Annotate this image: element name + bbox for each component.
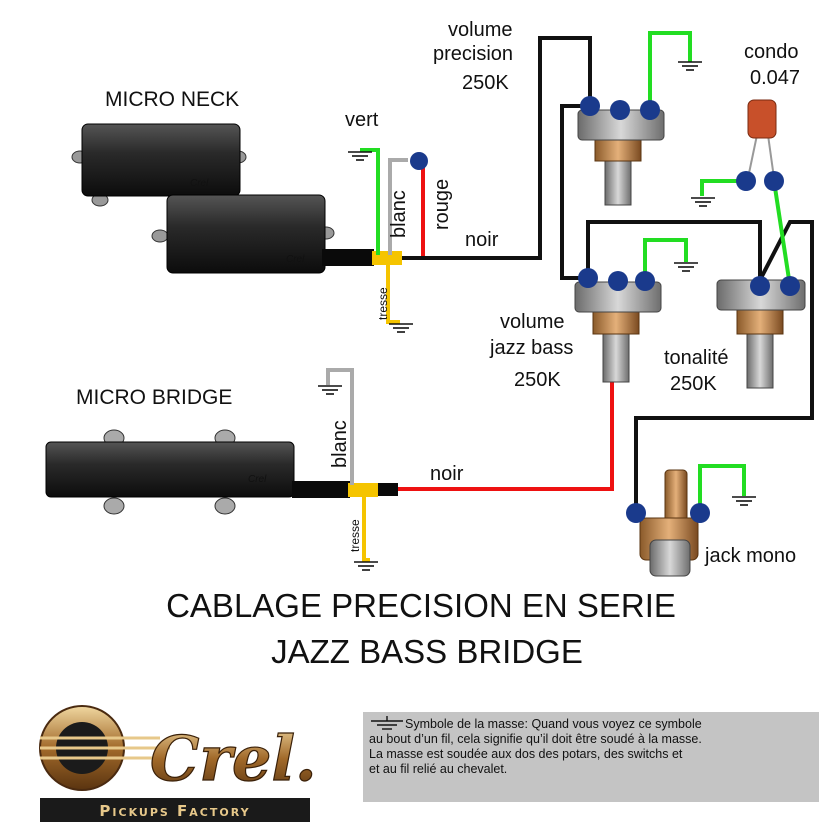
note-line-2: au bout d’un fil, cela signifie qu’il do… [369,732,702,746]
logo-brand: Crel. [150,722,317,795]
pot-shaft [604,154,632,206]
solder-point [640,100,660,120]
logo-tagline-bar [40,798,310,822]
wire-green [643,238,688,278]
bridge-wire-red [378,288,614,491]
capacitor-lead [747,134,758,179]
solder-point [635,271,655,291]
jack-barrel [649,539,691,577]
ground-symbol [388,323,414,333]
volume-jazz-label-2: jazz bass [489,337,573,359]
ground-symbol [353,561,379,571]
solder-point [626,503,646,523]
logo-tagline: Pickups Factory [99,802,250,820]
neck-pickup-coil-1 [81,123,241,197]
wire-green [698,464,746,513]
volume-precision-label-1: volume [448,19,512,41]
ground-symbol [673,262,699,272]
bridge-pickup-screw-4 [214,497,236,515]
wire-green [648,31,692,105]
micro-neck-label: MICRO NECK [105,88,239,111]
bridge-braid-sleeve [348,483,378,497]
bridge-wire-braid [362,497,370,562]
blanc-neck-label: blanc [388,190,410,238]
micro-bridge-label: MICRO BRIDGE [76,386,232,409]
solder-point [750,276,770,296]
note-line-1: Symbole de la masse: Quand vous voyez ce… [405,717,702,731]
bridge-cable [292,481,350,498]
wire-green [772,180,792,287]
bridge-pickup: Crel [45,429,295,515]
solder-point [764,171,784,191]
tonalite-label-1: tonalité [664,347,729,369]
neck-wire-braid [386,265,400,324]
blanc-bridge-label: blanc [329,420,351,468]
volume-precision-pot [577,109,665,206]
capacitor-lead [767,134,775,179]
wire-black [586,220,762,278]
title-line-1: CABLAGE PRECISION EN SERIE [166,587,676,624]
capacitor [747,99,777,179]
bridge-wire-black-stub [378,483,398,496]
crel-logo: Crel. Pickups Factory [39,705,317,822]
ground-symbol [690,197,716,207]
volume-jazz-label-3: 250K [514,369,561,391]
neck-wire-white [388,158,408,255]
volume-precision-label-3: 250K [462,72,509,94]
note-line-4: et au fil relié au chevalet. [369,762,508,776]
neck-pickup-brand-2: Crel [286,254,305,265]
condo-label-1: condo [744,41,799,63]
neck-wire-black [402,36,592,260]
pot-nut [736,305,784,335]
volume-precision-label-2: precision [433,43,513,65]
solder-point [580,96,600,116]
ground-note: Symbole de la masse: Quand vous voyez ce… [363,712,819,802]
note-line-3: La masse est soudée aux dos des potars, … [369,747,683,761]
neck-pickup-screw-4 [151,229,169,243]
ground-symbol [677,61,703,71]
jack-socket [639,469,699,577]
ground-symbol [317,385,343,395]
volume-jazz-label-1: volume [500,311,564,333]
tresse-neck-label: tresse [376,287,390,320]
neck-pickup-brand-1: Crel [190,178,209,189]
solder-point [610,100,630,120]
noir-bridge-label: noir [430,463,464,485]
solder-point [578,268,598,288]
jack-label: jack mono [704,545,796,567]
neck-wire-green [360,148,380,255]
title-line-2: JAZZ BASS BRIDGE [271,633,583,670]
bridge-pickup-screw-3 [103,497,125,515]
solder-point [410,152,428,170]
volume-jazz-pot [574,281,662,383]
solder-point [690,503,710,523]
wire-black [560,104,590,280]
neck-cable [322,249,374,266]
bridge-wire-white [326,368,354,485]
ground-symbol [347,151,373,161]
wire-green [700,179,746,196]
neck-pickup: Crel Crel [71,123,335,274]
pot-shaft [746,329,774,389]
neck-pickup-coil-2 [166,194,326,274]
condo-label-2: 0.047 [750,67,800,89]
wire-black [634,220,814,512]
tonalite-label-2: 250K [670,373,717,395]
solder-point [608,271,628,291]
bridge-pickup-brand: Crel [248,474,267,485]
ground-symbol [731,496,757,506]
tone-pot [716,279,806,389]
solder-point [736,171,756,191]
rouge-label: rouge [431,179,453,230]
tresse-bridge-label: tresse [348,519,362,552]
pot-shaft [602,329,630,383]
bridge-pickup-body [45,441,295,498]
capacitor-body [747,99,777,139]
ground-symbol-icon [371,716,403,730]
solder-point [780,276,800,296]
vert-label: vert [345,109,379,131]
noir-neck-label: noir [465,229,499,251]
